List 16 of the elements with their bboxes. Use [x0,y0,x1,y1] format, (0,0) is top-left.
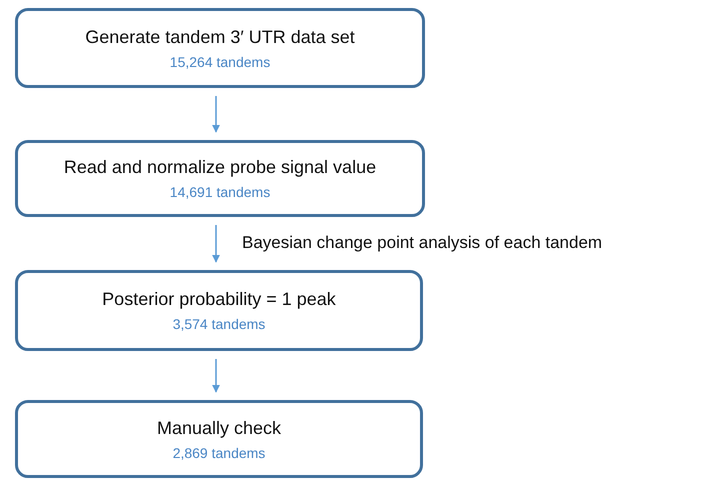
tandem-count: 15,264 tandems [170,54,270,70]
step-title: Manually check [156,418,282,438]
process-box [15,270,423,351]
arrow [212,96,220,133]
process-box [15,140,425,217]
tandem-count: 3,574 tandems [172,316,266,332]
step-title: Posterior probability = 1 peak [102,289,336,310]
arrow [212,359,220,393]
edge-label: Bayesian change point analysis of each tandem [242,233,602,253]
tandem-count: 14,691 tandems [170,184,270,200]
arrow [212,225,220,263]
step-title: Generate tandem 3′ UTR data set [85,26,355,48]
step-title: Read and normalize probe signal value [64,157,376,178]
tandem-count: 2,869 tandems [172,444,266,460]
process-box [15,400,423,478]
process-box [15,8,425,88]
